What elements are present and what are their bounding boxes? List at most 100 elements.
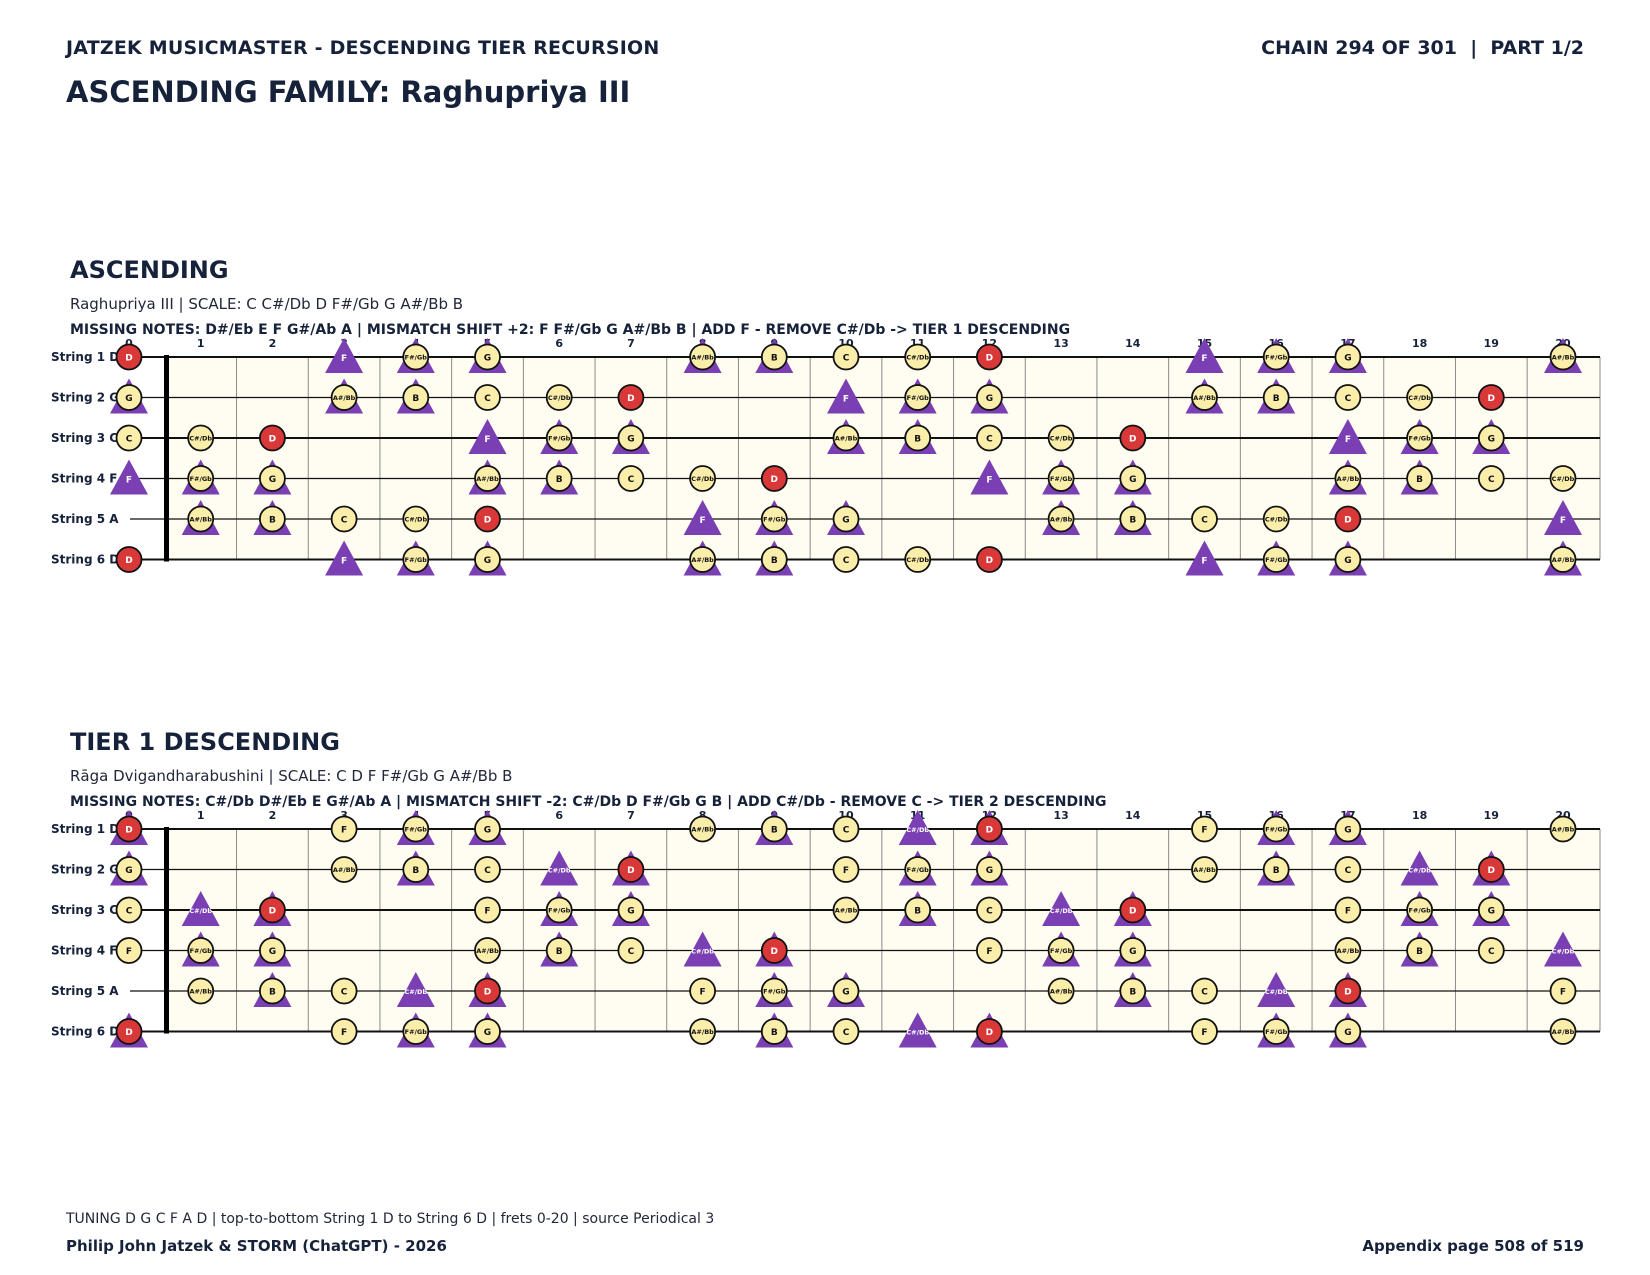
scale-note-circle (1406, 465, 1433, 492)
scale-note-circle (330, 815, 358, 843)
note-marker: F (689, 977, 716, 1005)
fret-number: 7 (627, 337, 635, 350)
scale-note-circle (617, 465, 645, 492)
note-marker: B (1257, 850, 1296, 886)
note-marker: D (976, 546, 1003, 573)
note-marker: A#/Bb (832, 896, 860, 924)
mismatch-triangle (898, 810, 937, 845)
note-marker: B (1257, 378, 1296, 414)
note-label: D (125, 354, 132, 364)
note-label: C#/Db (691, 475, 714, 483)
note-marker: F#/Gb (181, 459, 220, 495)
chain-part-indicator: CHAIN 294 OF 301 | PART 1/2 (1261, 37, 1584, 59)
scale-note-circle (258, 977, 286, 1005)
note-marker: D (976, 343, 1003, 371)
note-marker: G (827, 500, 865, 535)
note-label: G (269, 475, 276, 485)
string-label: String 2 G (51, 863, 119, 877)
root-note-circle (115, 343, 143, 371)
scale-note-circle (1262, 546, 1290, 573)
note-marker: C#/Db (898, 1012, 937, 1048)
note-marker: D (760, 465, 788, 492)
note-label: D (269, 907, 276, 917)
scale-note-circle (1549, 815, 1577, 843)
note-marker: F (330, 815, 358, 843)
note-marker: F#/Gb (1257, 810, 1296, 845)
note-marker: C#/Db (1047, 424, 1075, 452)
mismatch-triangle (1257, 972, 1296, 1007)
string-label: String 3 C (51, 903, 118, 917)
scale-note-circle (760, 505, 788, 533)
scale-note-circle (689, 1018, 716, 1045)
note-label: D (986, 826, 993, 836)
note-label: C#/Db (691, 948, 714, 956)
note-marker: G (1328, 540, 1367, 576)
note-marker: D (110, 810, 148, 845)
note-marker: B (755, 540, 794, 576)
note-marker: A#/Bb (1191, 856, 1218, 883)
scale-note-circle (1549, 343, 1577, 371)
note-marker: D (1328, 972, 1367, 1007)
note-label: G (1488, 907, 1495, 917)
note-marker: C#/Db (545, 384, 573, 411)
note-marker: C (330, 977, 358, 1005)
scale-note-circle (832, 815, 860, 843)
fret-number: 3 (340, 809, 348, 822)
note-label: F#/Gb (190, 475, 213, 483)
scale-note-circle (402, 505, 430, 533)
scale-note-circle (1477, 465, 1505, 492)
fret-number: 6 (555, 809, 563, 822)
scale-note-circle (1191, 505, 1218, 533)
note-label: B (1129, 516, 1136, 526)
scale-note-circle (258, 465, 286, 492)
note-label: C (843, 1028, 850, 1038)
note-marker: B (898, 891, 937, 926)
note-label: C#/Db (189, 435, 212, 443)
note-marker: A#/Bb (1544, 540, 1582, 576)
note-label: B (914, 435, 921, 445)
root-note-circle (1477, 856, 1505, 883)
fret-number: 19 (1484, 337, 1499, 350)
string-label: String 5 A (51, 984, 119, 998)
note-label: F (1560, 988, 1566, 998)
note-marker: G (1472, 419, 1511, 454)
note-marker: C#/Db (540, 850, 579, 886)
note-marker: B (755, 810, 794, 845)
scale-note-circle (402, 343, 430, 371)
scale-note-circle (474, 937, 501, 964)
fret-number: 1 (197, 809, 205, 822)
note-label: F (843, 395, 849, 405)
scale-note-circle (187, 977, 215, 1005)
note-label: G (484, 1028, 491, 1038)
note-label: F (1345, 907, 1351, 917)
note-marker: A#/Bb (330, 856, 358, 883)
document-header-left: JATZEK MUSICMASTER - DESCENDING TIER REC… (66, 37, 660, 59)
root-note-circle (1477, 384, 1505, 411)
note-marker: B (253, 500, 292, 535)
note-marker: F (468, 419, 507, 454)
mismatch-triangle (970, 459, 1009, 495)
scale-note-circle (1334, 896, 1362, 924)
note-label: F#/Gb (548, 907, 571, 915)
note-label: A#/Bb (189, 516, 212, 524)
note-marker: C (832, 546, 860, 573)
note-marker: B (396, 850, 435, 886)
note-marker: B (1113, 972, 1152, 1007)
scale-note-circle (689, 343, 716, 371)
scale-note-circle (1334, 815, 1362, 843)
note-label: G (842, 516, 849, 526)
note-marker: B (396, 378, 435, 414)
note-label: B (1273, 866, 1280, 876)
note-marker: F#/Gb (1042, 459, 1081, 495)
scale-note-circle (1406, 424, 1433, 452)
note-label: F (341, 557, 347, 567)
note-marker: G (970, 378, 1009, 414)
note-marker: F#/Gb (396, 338, 435, 373)
note-label: F#/Gb (1265, 1028, 1288, 1036)
note-label: G (484, 556, 491, 566)
scale-note-circle (1119, 977, 1147, 1005)
root-note-circle (617, 384, 645, 411)
note-marker: F (1334, 896, 1362, 924)
scale-note-circle (904, 384, 932, 411)
note-marker: F#/Gb (540, 891, 579, 926)
